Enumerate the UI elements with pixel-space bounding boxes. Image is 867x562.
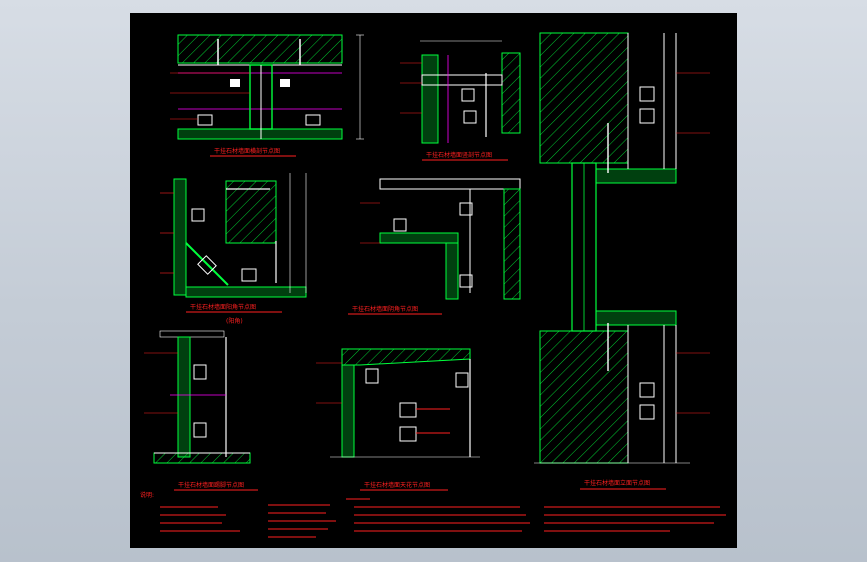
detail-4-drawing bbox=[360, 178, 521, 300]
detail-3-drawing bbox=[160, 173, 307, 298]
detail-1-title: 干挂石材墙面横剖节点图 bbox=[214, 147, 280, 155]
detail-2-drawing bbox=[400, 40, 521, 144]
detail-titles: 干挂石材墙面横剖节点图 干挂石材墙面竖剖节点图 干挂石材墙面阳角节点图 (阳角)… bbox=[174, 147, 666, 491]
detail-5-drawing bbox=[144, 330, 251, 464]
detail-7-drawing bbox=[534, 32, 710, 464]
detail-3-title: 干挂石材墙面阳角节点图 bbox=[190, 303, 256, 311]
detail-2-title: 干挂石材墙面竖剖节点图 bbox=[426, 151, 492, 159]
detail-7-title: 干挂石材墙面立面节点图 bbox=[584, 479, 650, 487]
cad-svg: 干挂石材墙面横剖节点图 干挂石材墙面竖剖节点图 干挂石材墙面阳角节点图 (阳角)… bbox=[140, 32, 726, 538]
notes-area: 说明: bbox=[140, 491, 726, 538]
cad-drawing-sheet: 干挂石材墙面横剖节点图 干挂石材墙面竖剖节点图 干挂石材墙面阳角节点图 (阳角)… bbox=[130, 13, 737, 548]
detail-3-note: (阳角) bbox=[226, 317, 243, 325]
detail-6-drawing bbox=[316, 348, 480, 458]
notes-heading: 说明: bbox=[140, 491, 154, 499]
detail-4-title: 干挂石材墙面阴角节点图 bbox=[352, 305, 418, 313]
detail-5-title: 干挂石材墙面踢脚节点图 bbox=[178, 481, 244, 489]
detail-6-title: 干挂石材墙面天花节点图 bbox=[364, 481, 430, 489]
detail-1-drawing bbox=[170, 34, 364, 140]
